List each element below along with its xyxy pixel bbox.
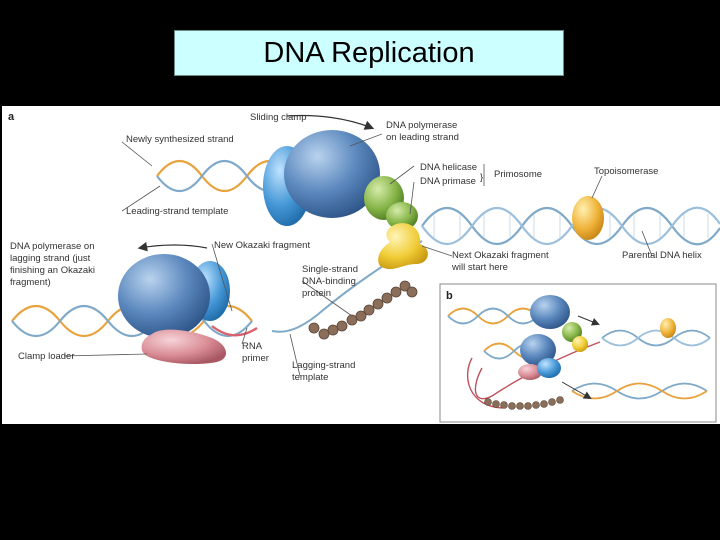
label-rna-2: primer xyxy=(242,353,269,364)
label-pol-lagging-2: lagging strand (just xyxy=(10,253,91,264)
label-rna-1: RNA xyxy=(242,341,263,352)
ssb-proteins xyxy=(308,280,418,340)
dna-polymerase-leading xyxy=(284,130,380,218)
dna-polymerase-lagging xyxy=(118,254,210,338)
panel-a-label: a xyxy=(8,111,15,123)
label-topoisomerase: Topoisomerase xyxy=(594,166,658,177)
leading-direction-arrow xyxy=(286,114,375,130)
panel-b-inset: b xyxy=(439,283,717,423)
panel-b-label: b xyxy=(446,290,453,302)
lagging-direction-arrow xyxy=(137,241,208,252)
page-title: DNA Replication xyxy=(263,36,475,69)
rna-primer-strand xyxy=(211,325,258,337)
label-lagging-template-1: Lagging-strand xyxy=(292,360,355,371)
label-clamp-loader: Clamp loader xyxy=(18,351,75,362)
parental-dna-helix xyxy=(421,206,720,246)
label-parental-helix: Parental DNA helix xyxy=(622,250,702,261)
label-pol-lagging-4: fragment) xyxy=(10,277,51,288)
label-lagging-template-2: template xyxy=(292,372,328,383)
label-ssb-2: DNA-binding xyxy=(302,276,356,287)
label-sliding-clamp: Sliding clamp xyxy=(250,112,307,123)
replication-diagram: a xyxy=(8,111,720,423)
label-new-okazaki: New Okazaki fragment xyxy=(214,240,310,251)
label-next-okazaki-2: will start here xyxy=(451,262,508,273)
dna-primase xyxy=(378,223,428,270)
label-pol-leading-2: on leading strand xyxy=(386,132,459,143)
label-pol-lagging-3: finishing an Okazaki xyxy=(10,265,95,276)
label-newly-synthesized: Newly synthesized strand xyxy=(126,134,234,145)
clamp-loader xyxy=(141,329,227,364)
label-primosome: Primosome xyxy=(494,169,542,180)
label-helicase: DNA helicase xyxy=(420,162,477,173)
replication-figure: a xyxy=(2,106,720,424)
label-leading-template: Leading-strand template xyxy=(126,206,228,217)
label-ssb-3: protein xyxy=(302,288,331,299)
label-primase: DNA primase xyxy=(420,176,476,187)
title-box: DNA Replication xyxy=(174,30,564,76)
parental-base-pairs xyxy=(433,214,709,238)
primosome-brace: } xyxy=(480,172,483,183)
leader-lines xyxy=(63,133,653,377)
label-next-okazaki-1: Next Okazaki fragment xyxy=(452,250,549,261)
label-pol-lagging-1: DNA polymerase on xyxy=(10,241,94,252)
label-ssb-1: Single-strand xyxy=(302,264,358,275)
dna-helicase-lobe xyxy=(386,202,418,230)
topoisomerase xyxy=(572,196,604,240)
label-pol-leading-1: DNA polymerase xyxy=(386,120,457,131)
